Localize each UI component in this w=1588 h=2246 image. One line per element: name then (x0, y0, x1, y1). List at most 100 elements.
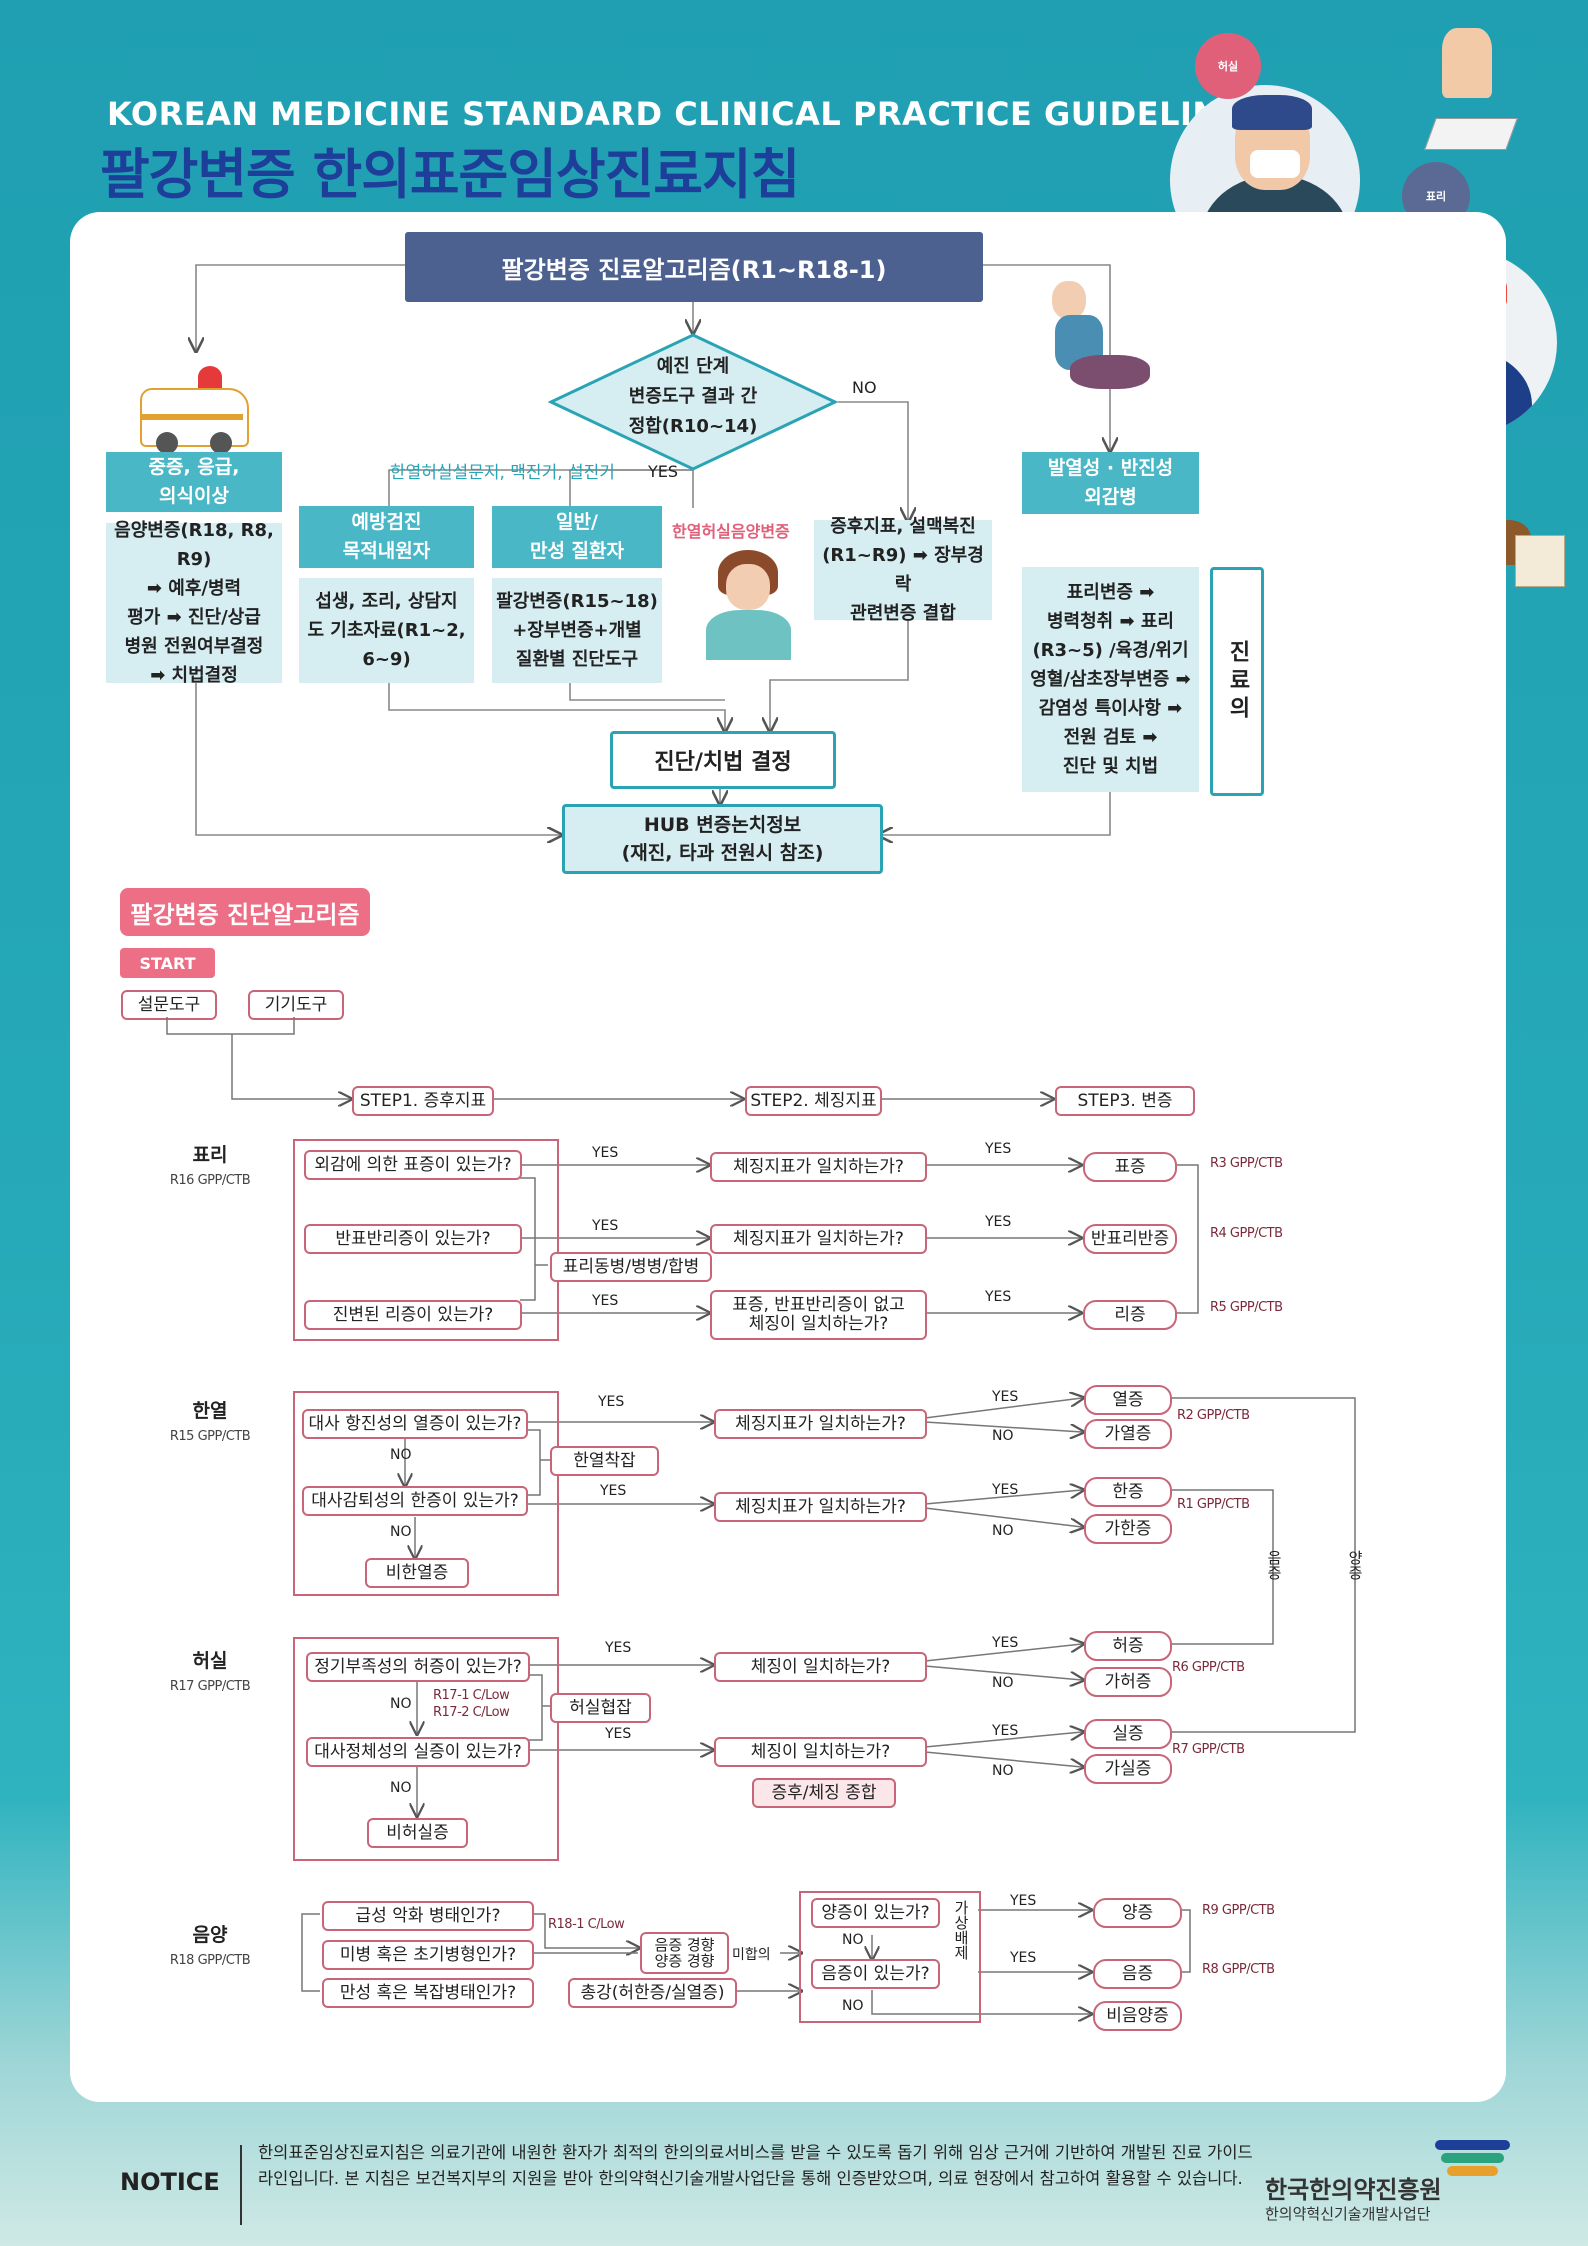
heosil-r2: 가허증 (1084, 1667, 1172, 1697)
no-label: NO (852, 378, 877, 397)
heosil-ref2: R7 GPP/CTB (1172, 1742, 1245, 1757)
hanyeol-ref1: R2 GPP/CTB (1177, 1408, 1250, 1423)
notice-label: NOTICE (120, 2168, 220, 2196)
english-title: KOREAN MEDICINE STANDARD CLINICAL PRACTI… (107, 95, 1243, 133)
notice-text: 한의표준임상진료지침은 의료기관에 내원한 환자가 최적의 한의의료서비스를 받… (258, 2143, 1253, 2188)
pyori-q2: 반표반리증이 있는가? (304, 1224, 522, 1254)
yes-label: YES (648, 462, 679, 481)
pink-eight-principles-label: 한열허실음양변증 (672, 522, 790, 541)
eumyang-yes1: YES (1010, 1893, 1037, 1909)
eumyang-tendency: 음증 경향 양증 경향 (640, 1932, 729, 1974)
device-tool-box: 기기도구 (248, 990, 344, 1020)
pyori-q3: 진변된 리증이 있는가? (304, 1300, 522, 1330)
emergency-body: 음양변증(R18, R8, R9) ➡ 예후/병력 평가 ➡ 진단/상급 병원 … (106, 520, 282, 686)
hanyeol-ref: R15 GPP/CTB (169, 1429, 251, 1444)
hanyeol-yes4: YES (992, 1482, 1019, 1498)
heosil-mid: 허실협잡 (550, 1693, 651, 1723)
eumyang-q1: 급성 악화 병태인가? (322, 1901, 534, 1931)
hanyeol-q2: 대사감퇴성의 한증이 있는가? (302, 1486, 528, 1516)
pyori-label: 표리 (192, 1144, 228, 1166)
woman-thinking-icon (700, 550, 795, 660)
korean-title: 팔강변증 한의표준임상진료지침 (100, 143, 800, 206)
emergency-head: 중증, 응급, 의식이상 (106, 452, 282, 512)
algo1-title: 팔강변증 진료알고리즘(R1~R18-1) (405, 232, 983, 302)
pyori-c2: 체징지표가 일치하는가? (710, 1224, 927, 1254)
eumyang-lowref: R18-1 C/Low (548, 1917, 625, 1932)
eumyang-no1: NO (842, 1932, 864, 1948)
pyori-yes6: YES (985, 1289, 1012, 1305)
hanyeol-no3: NO (992, 1428, 1014, 1444)
eumyang-r2: 음증 (1093, 1959, 1182, 1989)
heosil-lowref2: R17-2 C/Low (433, 1705, 510, 1720)
heosil-yes3: YES (992, 1635, 1019, 1651)
eumyang-c1: 양증이 있는가? (811, 1898, 940, 1928)
heosil-ref1: R6 GPP/CTB (1172, 1660, 1245, 1675)
herbal-pack-icon (1515, 535, 1565, 587)
eumyang-q3: 만성 혹은 복잡병태인가? (322, 1978, 534, 2008)
eumyang-yes2: YES (1010, 1950, 1037, 1966)
hub-box: HUB 변증논치정보 (재진, 타과 전원시 참조) (562, 804, 883, 874)
pyori-ref3: R5 GPP/CTB (1210, 1300, 1283, 1315)
heosil-lowref1: R17-1 C/Low (433, 1688, 510, 1703)
heosil-c1: 체징이 일치하는가? (714, 1652, 927, 1682)
hanyeol-no1: NO (390, 1447, 412, 1463)
hanyeol-yes1: YES (598, 1394, 625, 1410)
ambulance-icon (140, 366, 249, 454)
heosil-no4: NO (992, 1763, 1014, 1779)
hanyeol-r1: 열증 (1084, 1385, 1172, 1415)
tools-label: 한열허실설문지, 맥진기, 설진기 (390, 463, 615, 483)
pyori-yes1: YES (592, 1145, 619, 1161)
org-logo-icon (1435, 2140, 1510, 2176)
hanyeol-c2: 체징치표가 일치하는가? (714, 1492, 927, 1522)
heosil-yes1: YES (605, 1640, 632, 1656)
hanyeol-r3: 한증 (1084, 1477, 1172, 1507)
start-tag: START (120, 948, 215, 978)
step1-box: STEP1. 증후지표 (352, 1086, 494, 1116)
hanyeol-no4: NO (992, 1523, 1014, 1539)
deco-heosil-circle: 허실 (1195, 33, 1261, 99)
heosil-yes2: YES (605, 1726, 632, 1742)
eumyang-no2: NO (842, 1998, 864, 2014)
hanyeol-no2: NO (390, 1524, 412, 1540)
org-name: 한국한의약진흥원 (1265, 2176, 1442, 2204)
decision-box: 진단/치법 결정 (610, 731, 836, 789)
pyori-yes2: YES (592, 1218, 619, 1234)
heosil-q1: 정기부족성의 허증이 있는가? (306, 1652, 530, 1682)
algo2-title: 팔강변증 진단알고리즘 (120, 888, 370, 936)
heosil-no2: NO (390, 1780, 412, 1796)
hanyeol-mid: 한열착잡 (550, 1446, 659, 1476)
hanyeol-none: 비한열증 (365, 1558, 469, 1588)
clinician-label: 진료의 (1210, 567, 1264, 796)
survey-tool-box: 설문도구 (121, 990, 217, 1020)
heosil-yes4: YES (992, 1723, 1019, 1739)
symptom-body: 증후지표, 설맥복진 (R1~R9) ➡ 장부경락 관련변증 결합 (814, 516, 992, 624)
fever-body: 표리변증 ➡ 병력청취 ➡ 표리 (R3~5) /육경/위기 영혈/삼초장부변증… (1022, 567, 1199, 792)
pyori-r2: 반표리반증 (1083, 1224, 1177, 1254)
pyori-ref1: R3 GPP/CTB (1210, 1156, 1283, 1171)
pyori-mid: 표리동병/병병/합병 (550, 1252, 712, 1282)
pyori-r1: 표증 (1083, 1152, 1177, 1182)
pyori-r3: 리증 (1083, 1300, 1177, 1330)
eumyang-ref: R18 GPP/CTB (169, 1953, 251, 1968)
chronic-head: 일반/ 만성 질환자 (492, 506, 662, 568)
fever-head: 발열성 · 반진성 외감병 (1022, 452, 1199, 514)
eumyang-q2: 미병 혹은 초기병형인가? (322, 1940, 534, 1970)
sitting-sick-person-icon (1030, 275, 1165, 395)
hanyeol-yes2: YES (600, 1483, 627, 1499)
chronic-body: 팔강변증(R15~18) +장부변증+개별 질환별 진단도구 (492, 578, 662, 683)
eumyang-c2: 음증이 있는가? (811, 1959, 940, 1989)
prevention-head: 예방검진 목적내원자 (299, 506, 474, 568)
heosil-no1: NO (390, 1696, 412, 1712)
heosil-combine: 증후/체징 종합 (752, 1778, 896, 1808)
eumyang-total: 총강(허한증/실열증) (568, 1978, 737, 2008)
heosil-q2: 대사정체성의 실증이 있는가? (306, 1737, 530, 1767)
heosil-r1: 허증 (1084, 1631, 1172, 1661)
eumyang-r3: 비음양증 (1093, 2001, 1182, 2031)
eumyang-ref1: R9 GPP/CTB (1202, 1903, 1275, 1918)
pyori-yes3: YES (592, 1293, 619, 1309)
pyori-yes5: YES (985, 1214, 1012, 1230)
heosil-no3: NO (992, 1675, 1014, 1691)
hanyeol-yes3: YES (992, 1389, 1019, 1405)
diamond-text: 예진 단계 변증도구 결과 간 정합(R10~14) (628, 356, 758, 437)
